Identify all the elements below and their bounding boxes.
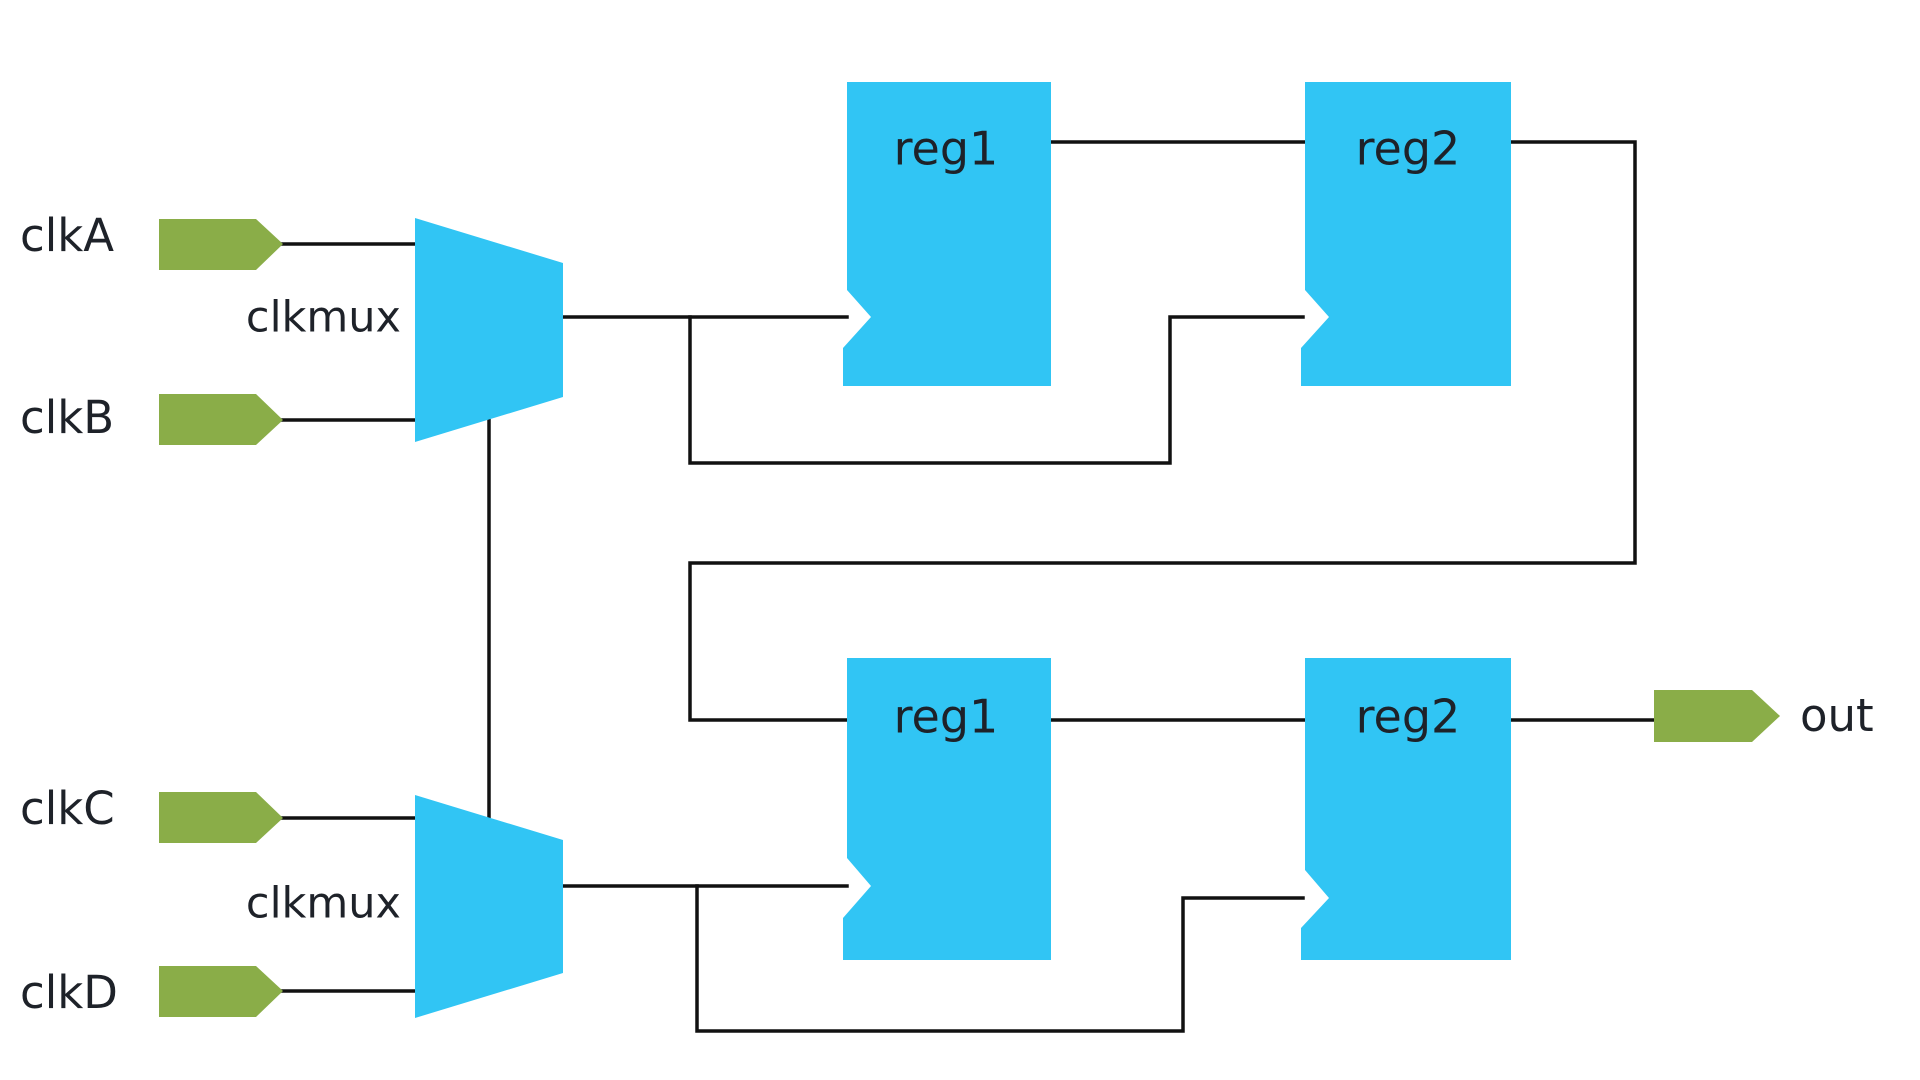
port-arrow-icon [159,792,283,843]
port-arrow-icon [159,966,283,1017]
output-label-out: out [1800,689,1874,742]
input-label-clkA: clkA [20,209,114,262]
register-shape [1301,82,1511,386]
register-shape [1301,658,1511,960]
register-shape [843,658,1051,960]
register-bottom-reg2: reg2 [1301,658,1511,960]
port-arrow-icon [159,219,283,270]
wire-bottom-clk-reg2 [695,884,1305,1033]
mux-label: clkmux [246,879,401,929]
input-port-clkD: clkD [20,966,283,1019]
input-port-clkA: clkA [20,209,283,270]
port-arrow-icon [1654,690,1780,742]
input-label-clkB: clkB [20,391,114,444]
mux-shape [415,795,563,1018]
register-label: reg2 [1356,122,1461,176]
port-arrow-icon [159,394,283,445]
register-label: reg2 [1356,690,1461,744]
register-label: reg1 [894,690,999,744]
mux-label: clkmux [246,293,401,343]
input-port-clkC: clkC [20,782,283,843]
mux-bottom: clkmux [246,795,563,1018]
register-label: reg1 [894,122,999,176]
input-label-clkD: clkD [20,966,118,1019]
input-port-clkB: clkB [20,391,283,445]
wire-top-reg2-to-bottom-reg1 [688,140,1637,722]
mux-top: clkmux [246,218,563,442]
wires [280,140,1657,1033]
register-top-reg1: reg1 [843,82,1051,386]
output-port-out: out [1654,689,1874,742]
input-label-clkC: clkC [20,782,115,835]
mux-shape [415,218,563,442]
register-bottom-reg1: reg1 [843,658,1051,960]
register-shape [843,82,1051,386]
wire-top-clk-reg2 [688,315,1305,465]
register-top-reg2: reg2 [1301,82,1511,386]
